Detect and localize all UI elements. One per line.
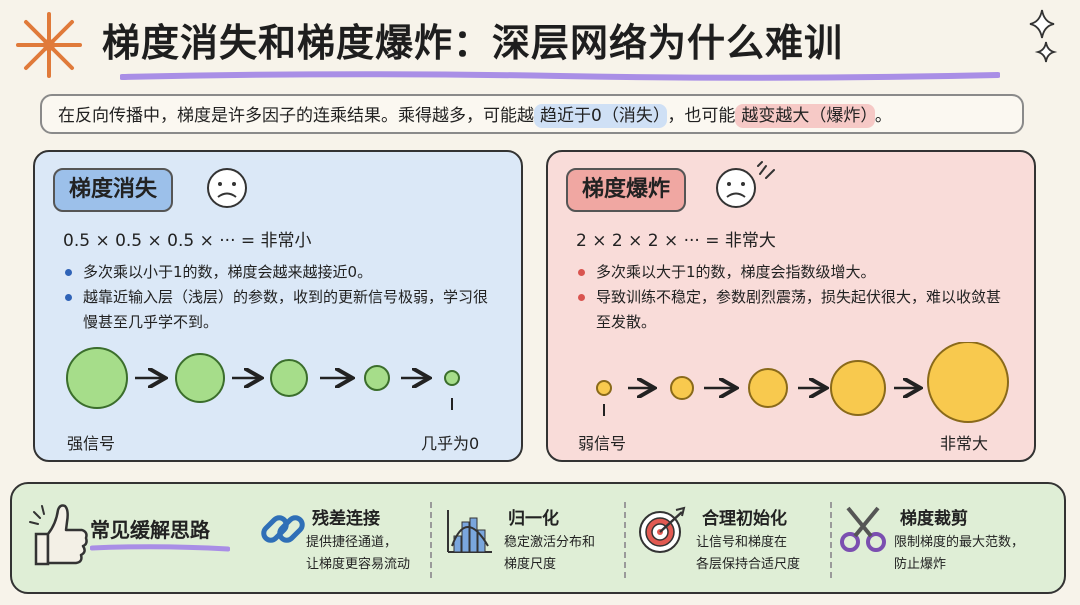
thumbs-up-icon <box>29 504 88 566</box>
exploding-panel: 梯度爆炸 2 × 2 × 2 × ··· = 非常大 多次乘以大于1的数，梯度会… <box>546 150 1036 462</box>
vanishing-panel: 梯度消失 0.5 × 0.5 × 0.5 × ··· = 非常小 多次乘以小于1… <box>33 150 523 462</box>
solution-desc-line: 稳定激活分布和 <box>504 535 596 550</box>
title-underline <box>120 71 1000 81</box>
signal-circle <box>596 380 612 396</box>
target-icon <box>639 506 686 553</box>
sparkle-icon <box>1029 9 1058 63</box>
chain-link-icon <box>261 515 305 543</box>
exploding-label-start: 弱信号 <box>578 434 627 453</box>
solution-desc-line: 提供捷径通道， <box>306 535 398 550</box>
bullet-dot <box>65 294 72 301</box>
vanishing-formula: 0.5 × 0.5 × 0.5 × ··· = 非常小 <box>63 231 312 251</box>
intro-bar: 在反向传播中，梯度是许多因子的连乘结果。乘得越多，可能越趋近于0（消失），也可能… <box>40 94 1024 134</box>
sad-face-icon <box>207 168 247 208</box>
signal-circle <box>670 376 694 400</box>
solution-desc: 限制梯度的最大范数， 防止爆炸 <box>894 532 1024 576</box>
solution-desc-line: 让信号和梯度在 <box>696 535 788 550</box>
bullet-dot <box>578 269 585 276</box>
bullet-dot <box>578 294 585 301</box>
exploding-signal-chain <box>596 342 1009 423</box>
solution-desc-line: 限制梯度的最大范数， <box>894 535 1025 550</box>
exploding-bullets: 多次乘以大于1的数，梯度会指数级增大。 导致训练不稳定，参数剧烈震荡，损失起伏很… <box>574 260 1014 335</box>
vanishing-label-end: 几乎为0 <box>421 434 480 453</box>
bullet-dot <box>65 269 72 276</box>
vanishing-bullets: 多次乘以小于1的数，梯度会越来越接近0。 越靠近输入层（浅层）的参数，收到的更新… <box>61 260 501 335</box>
solutions-title: 常见缓解思路 <box>90 518 210 542</box>
page-title: 梯度消失和梯度爆炸：深层网络为什么难训 <box>102 21 844 65</box>
signal-circle <box>66 347 128 409</box>
solution-desc-line: 梯度尺度 <box>504 557 557 572</box>
solution-desc-line: 让梯度更容易流动 <box>306 557 411 572</box>
signal-circle <box>270 359 308 397</box>
vanishing-tag: 梯度消失 <box>53 168 174 212</box>
solution-title: 残差连接 <box>312 509 380 529</box>
signal-circle <box>444 370 460 386</box>
solutions-bar: 常见缓解思路 残差连接 提供捷径通道， 让梯度更容易流动 归一化 稳定激活分布和… <box>10 482 1066 594</box>
sad-face-icon <box>716 168 756 208</box>
solution-desc: 让信号和梯度在 各层保持合适尺度 <box>696 532 800 576</box>
solution-desc-line: 各层保持合适尺度 <box>696 557 801 572</box>
list-item: 多次乘以小于1的数，梯度会越来越接近0。 <box>61 260 501 285</box>
solution-title: 合理初始化 <box>702 509 787 529</box>
intro-highlight-explode: 越变越大（爆炸） <box>735 104 875 128</box>
solutions-underline <box>90 544 230 552</box>
intro-highlight-vanish: 趋近于0（消失） <box>534 104 668 128</box>
signal-circle <box>175 353 225 403</box>
solution-title: 归一化 <box>508 509 559 529</box>
divider <box>830 502 832 578</box>
solution-title: 梯度裁剪 <box>900 509 968 529</box>
intro-text-after: 。 <box>874 106 892 126</box>
bullet-text: 多次乘以大于1的数，梯度会指数级增大。 <box>596 263 876 281</box>
list-item: 导致训练不稳定，参数剧烈震荡，损失起伏很大，难以收敛甚至发散。 <box>574 285 1014 335</box>
stress-lines-icon <box>757 161 775 179</box>
bullet-text: 越靠近输入层（浅层）的参数，收到的更新信号极弱，学习很慢甚至几乎学不到。 <box>83 288 489 331</box>
signal-circle <box>364 365 390 391</box>
scissors-icon <box>840 506 886 552</box>
bullet-text: 多次乘以小于1的数，梯度会越来越接近0。 <box>83 263 373 281</box>
vanishing-signal-chain <box>66 347 460 410</box>
list-item: 越靠近输入层（浅层）的参数，收到的更新信号极弱，学习很慢甚至几乎学不到。 <box>61 285 501 335</box>
exploding-tag: 梯度爆炸 <box>566 168 687 212</box>
exploding-formula: 2 × 2 × 2 × ··· = 非常大 <box>576 231 776 251</box>
list-item: 多次乘以大于1的数，梯度会指数级增大。 <box>574 260 1014 285</box>
signal-circle <box>748 368 788 408</box>
signal-circle <box>927 342 1009 423</box>
vanishing-label-start: 强信号 <box>67 434 116 453</box>
divider <box>430 502 432 578</box>
solution-desc-line: 防止爆炸 <box>894 557 947 572</box>
bullet-text: 导致训练不稳定，参数剧烈震荡，损失起伏很大，难以收敛甚至发散。 <box>596 288 1002 331</box>
divider <box>624 502 626 578</box>
histogram-icon <box>447 510 492 553</box>
solution-desc: 提供捷径通道， 让梯度更容易流动 <box>306 532 410 576</box>
signal-circle <box>830 360 886 416</box>
exploding-label-end: 非常大 <box>940 434 989 453</box>
intro-text-middle: ，也可能 <box>667 106 736 126</box>
solution-desc: 稳定激活分布和 梯度尺度 <box>504 532 595 576</box>
intro-text-before: 在反向传播中，梯度是许多因子的连乘结果。乘得越多，可能越 <box>58 106 534 126</box>
starburst-icon <box>16 12 82 78</box>
